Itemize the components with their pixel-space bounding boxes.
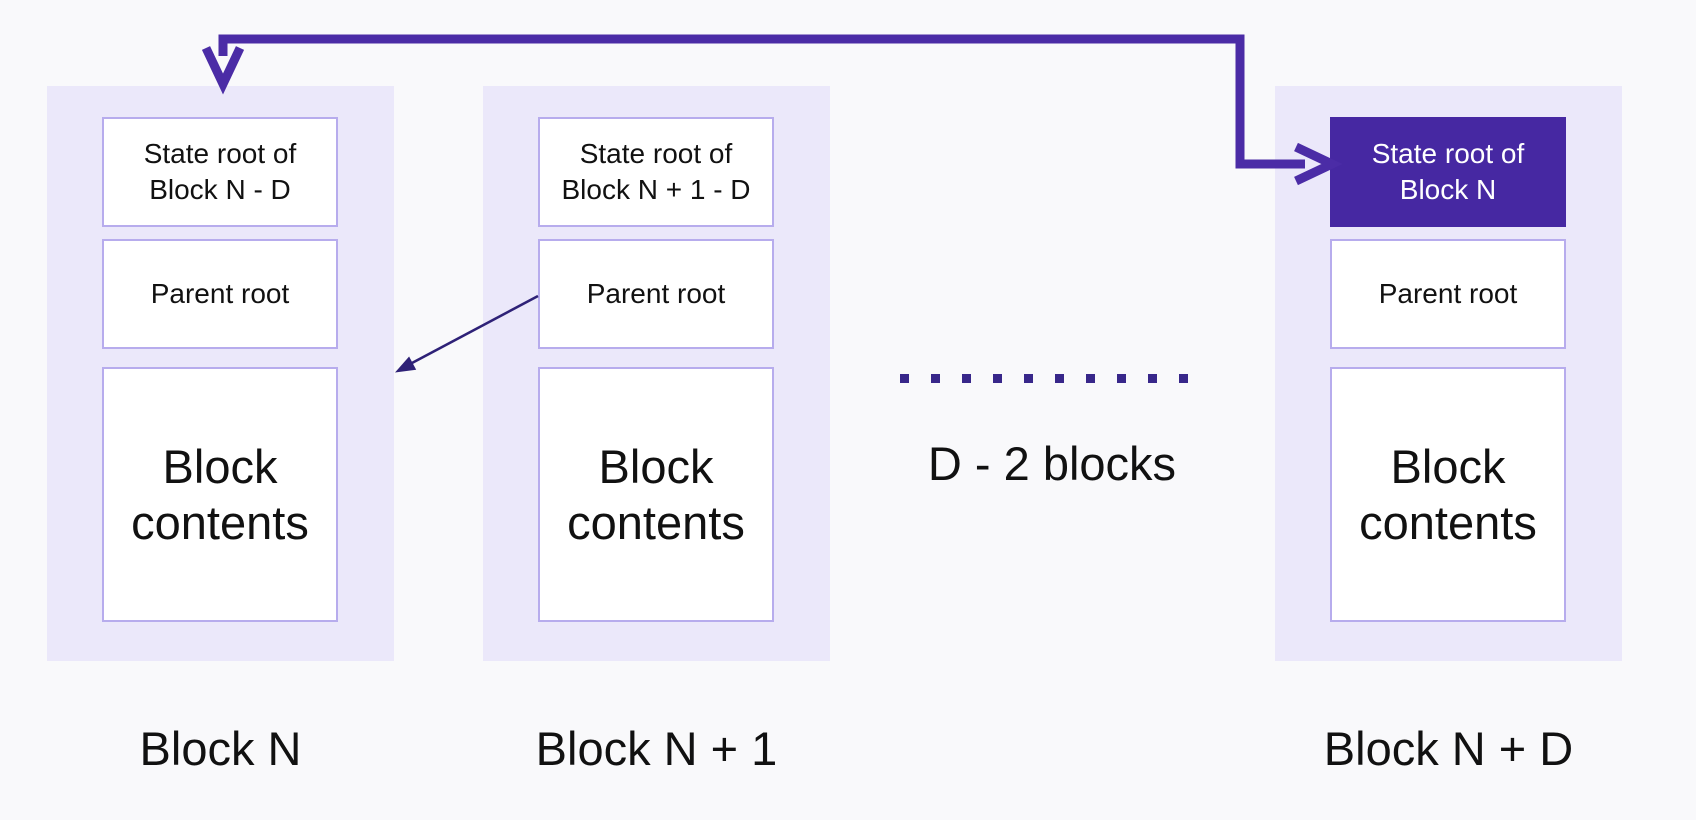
block-n-plus-1-state-root-box: State root of Block N + 1 - D	[538, 117, 774, 227]
block-n-container: State root of Block N - D Parent root Bl…	[47, 86, 394, 661]
state-root-text-line2: Block N	[1399, 174, 1497, 205]
contents-text-line2: contents	[567, 495, 745, 549]
block-n-plus-1-parent-root-box: Parent root	[538, 239, 774, 349]
state-root-text-line1: State root of	[1371, 138, 1525, 169]
contents-text-line1: Block	[598, 439, 714, 493]
contents-text-line1: Block	[162, 439, 278, 493]
block-n-plus-d-label: Block N + D	[1323, 722, 1574, 775]
parent-root-text: Parent root	[1378, 278, 1518, 309]
parent-root-arrowhead-icon	[395, 356, 417, 373]
parent-root-text: Parent root	[586, 278, 726, 309]
contents-text-line1: Block	[1390, 439, 1506, 493]
state-root-text-line1: State root of	[579, 138, 733, 169]
block-n-state-root-box: State root of Block N - D	[102, 117, 338, 227]
parent-root-text: Parent root	[150, 278, 290, 309]
block-n-plus-1-label: Block N + 1	[535, 722, 778, 775]
contents-text-line2: contents	[1359, 495, 1537, 549]
block-n-contents-box: Block contents	[102, 367, 338, 622]
d-minus-2-blocks-label: D - 2 blocks	[927, 437, 1177, 490]
state-root-text-line2: Block N - D	[149, 174, 291, 205]
block-n-plus-d-parent-root-box: Parent root	[1330, 239, 1566, 349]
block-n-plus-1-container: State root of Block N + 1 - D Parent roo…	[483, 86, 830, 661]
block-n-label: Block N	[139, 722, 302, 775]
state-root-text-line2: Block N + 1 - D	[561, 174, 751, 205]
block-n-plus-d-contents-box: Block contents	[1330, 367, 1566, 622]
state-root-text-line1: State root of	[143, 138, 297, 169]
arrowhead-down-icon	[201, 46, 245, 95]
contents-text-line2: contents	[131, 495, 309, 549]
block-n-plus-d-state-root-box-highlighted: State root of Block N	[1330, 117, 1566, 227]
block-n-plus-d-container: State root of Block N Parent root Block …	[1275, 86, 1622, 661]
block-n-parent-root-box: Parent root	[102, 239, 338, 349]
block-n-plus-1-contents-box: Block contents	[538, 367, 774, 622]
